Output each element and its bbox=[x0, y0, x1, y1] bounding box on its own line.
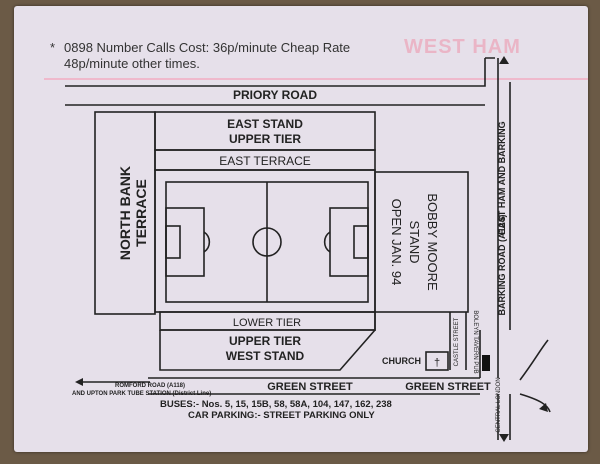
phone-note: * 0898 Number Calls Cost: 36p/minute Che… bbox=[50, 40, 351, 72]
central-london-label: CENTRAL LONDON bbox=[496, 377, 502, 432]
priory-road bbox=[65, 58, 486, 106]
parking-line: CAR PARKING:- STREET PARKING ONLY bbox=[188, 410, 375, 421]
arrow-up-icon bbox=[499, 56, 509, 64]
south-stand-label-3: OPEN JAN. 94 bbox=[389, 199, 404, 286]
pub-marker bbox=[482, 355, 490, 371]
pub-label: BOLEYN TAVERN PUB bbox=[472, 310, 478, 373]
arrow-down-icon bbox=[499, 434, 509, 442]
east-stand-label-2: UPPER TIER bbox=[229, 132, 301, 146]
watermark-line bbox=[44, 78, 588, 80]
watermark: WEST HAM bbox=[404, 36, 521, 58]
west-stand-upper bbox=[159, 312, 376, 371]
tube-station-label: AND UPTON PARK TUBE STATION (District Li… bbox=[72, 391, 211, 397]
east-terrace-label: EAST TERRACE bbox=[219, 154, 311, 168]
asterisk-icon: * bbox=[50, 40, 56, 55]
green-street-label: GREEN STREET bbox=[267, 381, 353, 393]
barking-road-label: BARKING ROAD (A124) bbox=[497, 214, 507, 315]
note-line-2: 48p/minute other times. bbox=[64, 56, 200, 71]
north-bank-label-2: TERRACE bbox=[133, 179, 149, 247]
romford-road-label: ROMFORD ROAD (A118) bbox=[115, 383, 185, 389]
church bbox=[425, 351, 449, 371]
buses-line: BUSES:- Nos. 5, 15, 15B, 58, 58A, 104, 1… bbox=[160, 399, 392, 410]
east-ham-label: EAST HAM AND BARKING bbox=[497, 121, 507, 234]
green-street-right-label: GREEN STREET bbox=[405, 381, 491, 393]
west-stand-label-1: UPPER TIER bbox=[229, 334, 301, 348]
arrow-left-icon bbox=[75, 378, 83, 386]
church-label: CHURCH bbox=[382, 356, 421, 366]
north-bank-label-1: NORTH BANK bbox=[117, 166, 133, 260]
priory-road-label: PRIORY ROAD bbox=[233, 88, 317, 102]
church-cross-icon: † bbox=[434, 357, 440, 369]
bobby-moore-stand bbox=[374, 171, 469, 313]
castle-street-label: CASTLE STREET bbox=[454, 317, 460, 366]
west-stand-label-2: WEST STAND bbox=[226, 349, 305, 363]
east-stand-label-1: EAST STAND bbox=[227, 117, 303, 131]
south-stand-label-1: BOBBY MOORE bbox=[425, 193, 440, 291]
south-stand-label-2: STAND bbox=[407, 220, 422, 263]
lower-tier-label: LOWER TIER bbox=[233, 317, 301, 329]
arrow-down-right-icon bbox=[539, 403, 548, 412]
note-line-1: 0898 Number Calls Cost: 36p/minute Cheap… bbox=[64, 40, 351, 55]
green-street bbox=[148, 377, 480, 395]
